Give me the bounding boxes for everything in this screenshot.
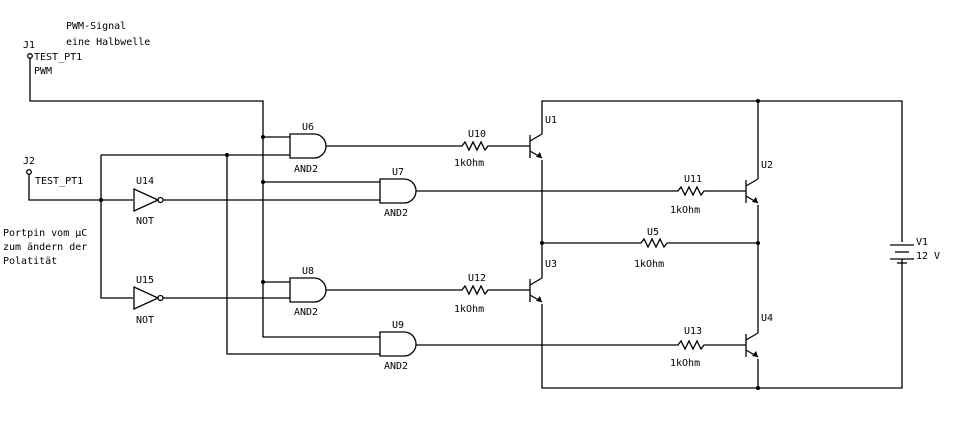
voltage-source-v1[interactable]: V1 12 V bbox=[890, 237, 940, 264]
u1-ref: U1 bbox=[545, 115, 557, 126]
inverter-bubble-icon bbox=[157, 196, 164, 204]
battery-icon bbox=[890, 244, 914, 264]
u9-ref: U9 bbox=[392, 320, 404, 331]
test-point-icon bbox=[26, 169, 32, 175]
j2-type: TEST_PT1 bbox=[35, 176, 83, 187]
pwm-note-line2: eine Halbwelle bbox=[66, 37, 150, 48]
u5-value: 1kOhm bbox=[634, 259, 664, 270]
gate-u7[interactable]: U7 AND2 bbox=[379, 167, 417, 219]
u10-value: 1kOhm bbox=[454, 158, 484, 169]
u14-ref: U14 bbox=[136, 176, 154, 187]
portpin-note-line3: Polatität bbox=[3, 256, 57, 267]
u13-value: 1kOhm bbox=[670, 358, 700, 369]
resistor-u11[interactable]: U11 1kOhm bbox=[670, 174, 708, 216]
resistor-u10[interactable]: U10 1kOhm bbox=[454, 129, 490, 169]
u15-ref: U15 bbox=[136, 275, 154, 286]
junction-dot bbox=[540, 241, 544, 245]
transistor-u1[interactable]: U1 bbox=[529, 115, 557, 159]
npn-transistor-icon bbox=[529, 273, 543, 303]
resistor-u5[interactable]: U5 1kOhm bbox=[633, 227, 668, 270]
junction-dot bbox=[261, 180, 265, 184]
transistor-u4[interactable]: U4 bbox=[745, 313, 773, 358]
wires bbox=[28, 58, 903, 389]
junctions bbox=[99, 99, 760, 390]
resistor-icon bbox=[675, 185, 708, 197]
u15-type: NOT bbox=[136, 315, 154, 326]
pwm-note-line1: PWM-Signal bbox=[66, 21, 126, 32]
u5-ref: U5 bbox=[647, 227, 659, 238]
u11-ref: U11 bbox=[684, 174, 702, 185]
j1-ref: J1 bbox=[23, 40, 35, 51]
and-gate-icon bbox=[289, 133, 327, 159]
transistor-u3[interactable]: U3 bbox=[529, 259, 557, 303]
u2-ref: U2 bbox=[761, 160, 773, 171]
u7-type: AND2 bbox=[384, 208, 408, 219]
v1-value: 12 V bbox=[916, 251, 940, 262]
u9-type: AND2 bbox=[384, 361, 408, 372]
connector-j2[interactable]: J2 TEST_PT1 bbox=[23, 156, 83, 187]
gate-u9[interactable]: U9 AND2 bbox=[379, 320, 417, 372]
u10-ref: U10 bbox=[468, 129, 486, 140]
gate-u6[interactable]: U6 AND2 bbox=[289, 122, 327, 175]
junction-dot bbox=[261, 280, 265, 284]
u4-ref: U4 bbox=[761, 313, 773, 324]
u6-ref: U6 bbox=[302, 122, 314, 133]
junction-dot bbox=[99, 198, 103, 202]
test-point-icon bbox=[27, 53, 33, 59]
npn-transistor-icon bbox=[745, 174, 759, 204]
npn-transistor-icon bbox=[529, 129, 543, 159]
resistor-icon bbox=[460, 140, 490, 152]
junction-dot bbox=[261, 135, 265, 139]
junction-dot bbox=[756, 386, 760, 390]
j1-type: TEST_PT1 bbox=[34, 52, 82, 63]
u13-ref: U13 bbox=[684, 326, 702, 337]
junction-dot bbox=[225, 153, 229, 157]
npn-transistor-icon bbox=[745, 328, 759, 358]
not-gate-icon bbox=[133, 285, 160, 311]
junction-dot bbox=[756, 99, 760, 103]
j1-net: PWM bbox=[34, 66, 52, 77]
portpin-note-line2: zum ändern der bbox=[3, 242, 87, 253]
resistor-icon bbox=[675, 339, 708, 351]
u12-ref: U12 bbox=[468, 273, 486, 284]
not-gate-icon bbox=[133, 187, 160, 213]
transistor-u2[interactable]: U2 bbox=[745, 160, 773, 204]
v1-ref: V1 bbox=[916, 237, 928, 248]
portpin-note-line1: Portpin vom µC bbox=[3, 228, 87, 239]
gate-u14[interactable]: U14 NOT bbox=[133, 176, 164, 227]
u8-type: AND2 bbox=[294, 307, 318, 318]
and-gate-icon bbox=[379, 331, 417, 357]
and-gate-icon bbox=[289, 277, 327, 303]
resistor-icon bbox=[460, 284, 490, 296]
u3-ref: U3 bbox=[545, 259, 557, 270]
u6-type: AND2 bbox=[294, 164, 318, 175]
j2-ref: J2 bbox=[23, 156, 35, 167]
u7-ref: U7 bbox=[392, 167, 404, 178]
gate-u8[interactable]: U8 AND2 bbox=[289, 266, 327, 318]
u14-type: NOT bbox=[136, 216, 154, 227]
gate-u15[interactable]: U15 NOT bbox=[133, 275, 164, 326]
u12-value: 1kOhm bbox=[454, 304, 484, 315]
u8-ref: U8 bbox=[302, 266, 314, 277]
resistor-icon bbox=[633, 237, 668, 249]
and-gate-icon bbox=[379, 178, 417, 204]
inverter-bubble-icon bbox=[157, 294, 164, 302]
resistor-u12[interactable]: U12 1kOhm bbox=[454, 273, 490, 315]
junction-dot bbox=[756, 241, 760, 245]
u11-value: 1kOhm bbox=[670, 205, 700, 216]
resistor-u13[interactable]: U13 1kOhm bbox=[670, 326, 708, 369]
